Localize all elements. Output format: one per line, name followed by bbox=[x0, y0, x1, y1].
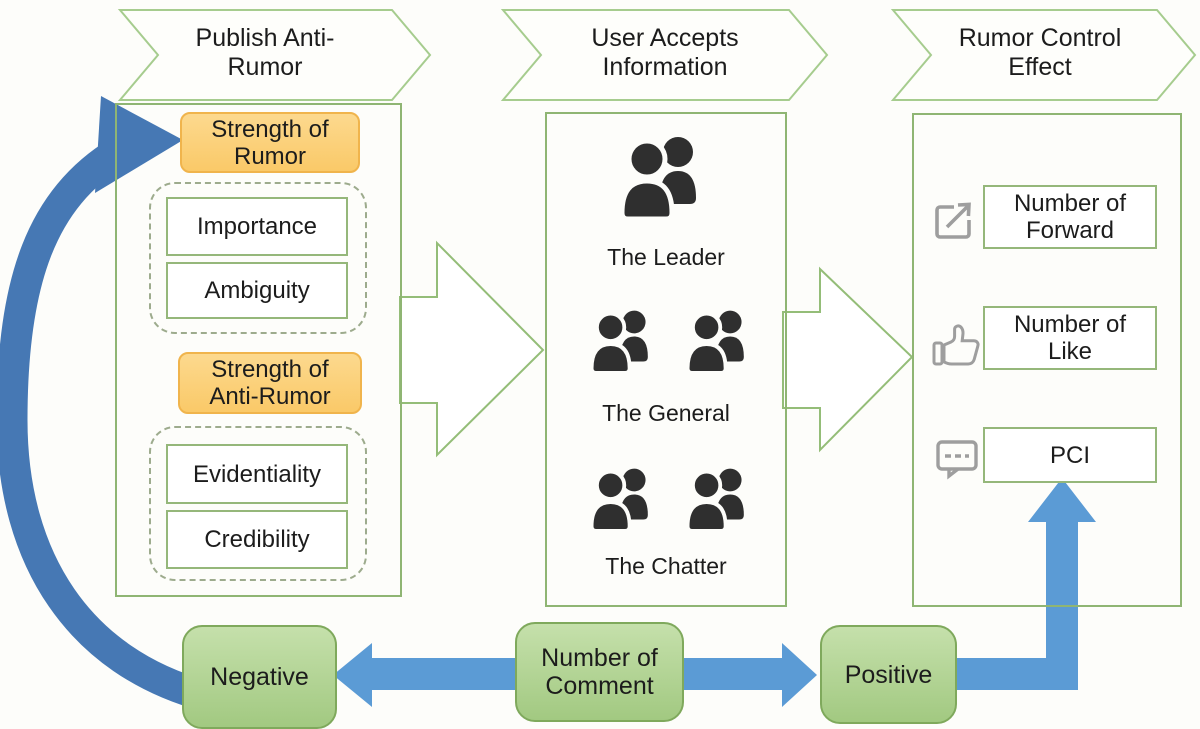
people-pair-icon bbox=[680, 306, 756, 376]
strength-of-anti-rumor-label: Strength of Anti-Rumor bbox=[209, 356, 331, 410]
pci-box: PCI bbox=[983, 427, 1157, 483]
ambiguity-label: Ambiguity bbox=[204, 277, 310, 304]
credibility-label: Credibility bbox=[204, 526, 310, 553]
positive-to-pci-arrow bbox=[951, 478, 1096, 690]
negative-label: Negative bbox=[210, 663, 309, 691]
number-of-comment-box: Number of Comment bbox=[515, 622, 684, 722]
general-label: The General bbox=[602, 400, 730, 426]
negative-box: Negative bbox=[182, 625, 337, 729]
number-of-like-label: Number of Like bbox=[1013, 311, 1127, 365]
evidentiality-label: Evidentiality bbox=[192, 460, 322, 488]
comment-to-negative-arrow bbox=[333, 643, 516, 707]
number-of-comment-label: Number of Comment bbox=[541, 644, 658, 700]
importance-label: Importance bbox=[196, 213, 318, 240]
evidentiality-box: Evidentiality bbox=[166, 444, 348, 504]
thumbs-up-icon bbox=[932, 324, 980, 366]
credibility-box: Credibility bbox=[166, 510, 348, 569]
anti-rumor-factors-group bbox=[149, 426, 367, 581]
strength-of-anti-rumor-box: Strength of Anti-Rumor bbox=[178, 352, 362, 414]
strength-of-rumor-box: Strength of Rumor bbox=[180, 112, 360, 173]
importance-box: Importance bbox=[166, 197, 348, 256]
banner-label-publish: Publish Anti-Rumor bbox=[195, 24, 335, 81]
flow-arrow-left-to-middle bbox=[399, 240, 545, 458]
flow-arrow-middle-to-right bbox=[782, 266, 914, 453]
people-pair-icon bbox=[584, 306, 660, 376]
number-of-forward-label: Number of Forward bbox=[1013, 190, 1127, 244]
pci-label: PCI bbox=[1049, 441, 1090, 469]
people-pair-icon bbox=[680, 464, 756, 534]
people-pair-icon bbox=[612, 131, 712, 223]
banner-chevron-effect bbox=[890, 9, 1197, 101]
banner-chevron-accept bbox=[500, 9, 829, 101]
comment-to-positive-arrow bbox=[679, 643, 817, 707]
leader-label: The Leader bbox=[607, 244, 725, 270]
chatter-label: The Chatter bbox=[605, 553, 727, 579]
number-of-like-box: Number of Like bbox=[983, 306, 1157, 370]
comment-icon bbox=[936, 440, 978, 480]
banner-label-effect: Rumor Control Effect bbox=[958, 24, 1122, 81]
positive-label: Positive bbox=[844, 660, 933, 689]
ambiguity-box: Ambiguity bbox=[166, 262, 348, 319]
people-pair-icon bbox=[584, 464, 660, 534]
strength-of-rumor-label: Strength of Rumor bbox=[211, 115, 329, 170]
share-icon bbox=[935, 202, 971, 239]
banner-label-accept: User Accepts Information bbox=[591, 24, 739, 81]
positive-box: Positive bbox=[820, 625, 957, 724]
banner-chevron-publish bbox=[117, 9, 432, 101]
publish-column-box bbox=[115, 103, 402, 597]
rumor-factors-group bbox=[149, 182, 367, 334]
effect-column-box bbox=[912, 113, 1182, 607]
user-column-box bbox=[545, 112, 787, 607]
negative-feedback-curved-arrow bbox=[0, 96, 210, 711]
number-of-forward-box: Number of Forward bbox=[983, 185, 1157, 249]
